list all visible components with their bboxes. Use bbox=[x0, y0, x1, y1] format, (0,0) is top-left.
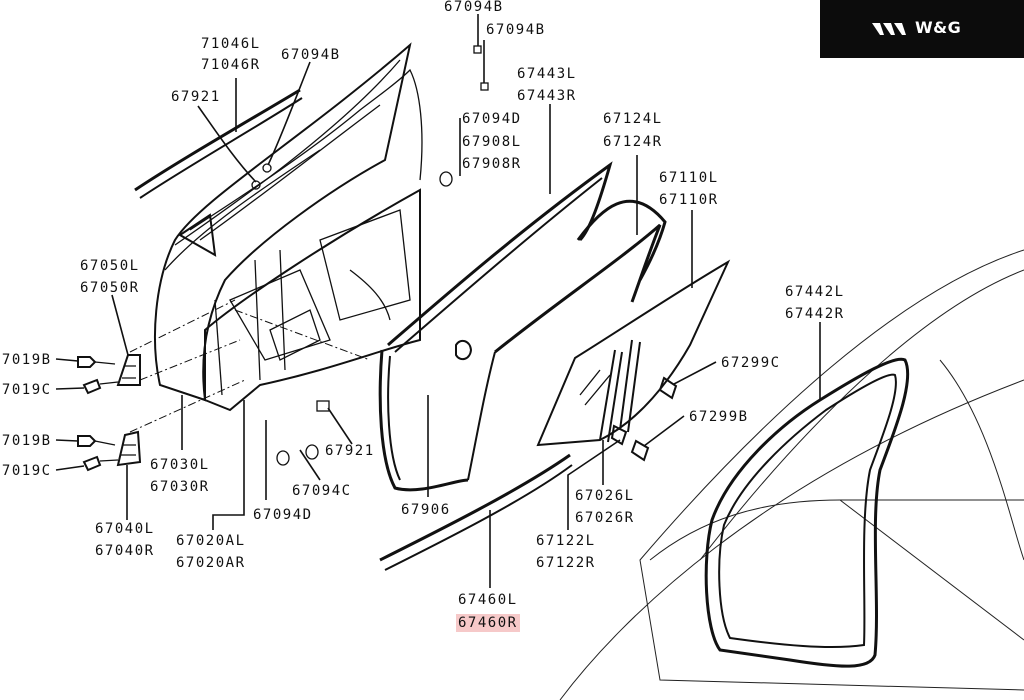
part-label-67094b-top[interactable]: 67094B bbox=[444, 0, 504, 15]
part-label-67110r[interactable]: 67110R bbox=[659, 192, 719, 208]
part-label-67443r[interactable]: 67443R bbox=[517, 88, 577, 104]
belt-molding bbox=[379, 453, 573, 571]
alignment-lines bbox=[129, 299, 371, 433]
part-label-67019c-1[interactable]: 67019C bbox=[0, 382, 52, 398]
brand-name: W&G bbox=[915, 18, 962, 37]
part-label-67094b-mid[interactable]: 67094B bbox=[486, 22, 546, 38]
door-hinges bbox=[116, 354, 142, 467]
part-label-67019b-1[interactable]: 67019B bbox=[0, 352, 52, 368]
hinge-bolts bbox=[77, 356, 119, 472]
brand-badge: W&G bbox=[820, 0, 1024, 58]
part-label-67020ar[interactable]: 67020AR bbox=[176, 555, 246, 571]
part-label-67443l[interactable]: 67443L bbox=[517, 66, 577, 82]
door-opening-weatherstrip bbox=[704, 357, 910, 668]
window-frame bbox=[178, 68, 423, 257]
part-label-67094b-left[interactable]: 67094B bbox=[281, 47, 341, 63]
part-label-67094c[interactable]: 67094C bbox=[292, 483, 352, 499]
part-label-67019c-2[interactable]: 67019C bbox=[0, 463, 52, 479]
car-body-outline bbox=[559, 249, 1024, 700]
sash-channel bbox=[576, 199, 667, 281]
part-label-67442r[interactable]: 67442R bbox=[785, 306, 845, 322]
part-label-67460r-highlighted[interactable]: 67460R bbox=[456, 614, 520, 632]
part-label-67040l[interactable]: 67040L bbox=[95, 521, 155, 537]
part-label-67122r[interactable]: 67122R bbox=[536, 555, 596, 571]
part-label-67110l[interactable]: 67110L bbox=[659, 170, 719, 186]
part-label-67442l[interactable]: 67442L bbox=[785, 284, 845, 300]
part-label-67299b[interactable]: 67299B bbox=[689, 409, 749, 425]
part-label-71046l[interactable]: 71046L bbox=[201, 36, 261, 52]
part-label-67299c[interactable]: 67299C bbox=[721, 355, 781, 371]
part-label-67030l[interactable]: 67030L bbox=[150, 457, 210, 473]
part-label-67094d-top[interactable]: 67094D bbox=[462, 111, 522, 127]
part-label-67094d-bottom[interactable]: 67094D bbox=[253, 507, 313, 523]
door-inner-seal bbox=[378, 349, 469, 492]
regulator-channels bbox=[599, 339, 641, 443]
clips bbox=[251, 45, 489, 466]
door-frame-molding bbox=[134, 88, 303, 199]
part-label-67050r[interactable]: 67050R bbox=[80, 280, 140, 296]
part-label-67908r[interactable]: 67908R bbox=[462, 156, 522, 172]
part-label-67122l[interactable]: 67122L bbox=[536, 533, 596, 549]
part-label-67050l[interactable]: 67050L bbox=[80, 258, 140, 274]
door-glass bbox=[536, 259, 731, 447]
part-label-67020al[interactable]: 67020AL bbox=[176, 533, 246, 549]
part-label-67906[interactable]: 67906 bbox=[401, 502, 451, 518]
part-label-67921-top[interactable]: 67921 bbox=[171, 89, 221, 105]
part-label-67040r[interactable]: 67040R bbox=[95, 543, 155, 559]
part-label-67460l[interactable]: 67460L bbox=[458, 592, 518, 608]
part-label-67026l[interactable]: 67026L bbox=[575, 488, 635, 504]
part-label-67124l[interactable]: 67124L bbox=[603, 111, 663, 127]
part-label-67908l[interactable]: 67908L bbox=[462, 134, 522, 150]
part-label-67026r[interactable]: 67026R bbox=[575, 510, 635, 526]
part-label-67124r[interactable]: 67124R bbox=[603, 134, 663, 150]
part-label-67030r[interactable]: 67030R bbox=[150, 479, 210, 495]
leader-lines bbox=[55, 14, 821, 588]
part-label-71046r[interactable]: 71046R bbox=[201, 57, 261, 73]
door-shell bbox=[154, 42, 421, 412]
wg-chevrons-logo-icon bbox=[872, 23, 906, 35]
part-label-67921-bottom[interactable]: 67921 bbox=[325, 443, 375, 459]
part-label-67019b-2[interactable]: 67019B bbox=[0, 433, 52, 449]
